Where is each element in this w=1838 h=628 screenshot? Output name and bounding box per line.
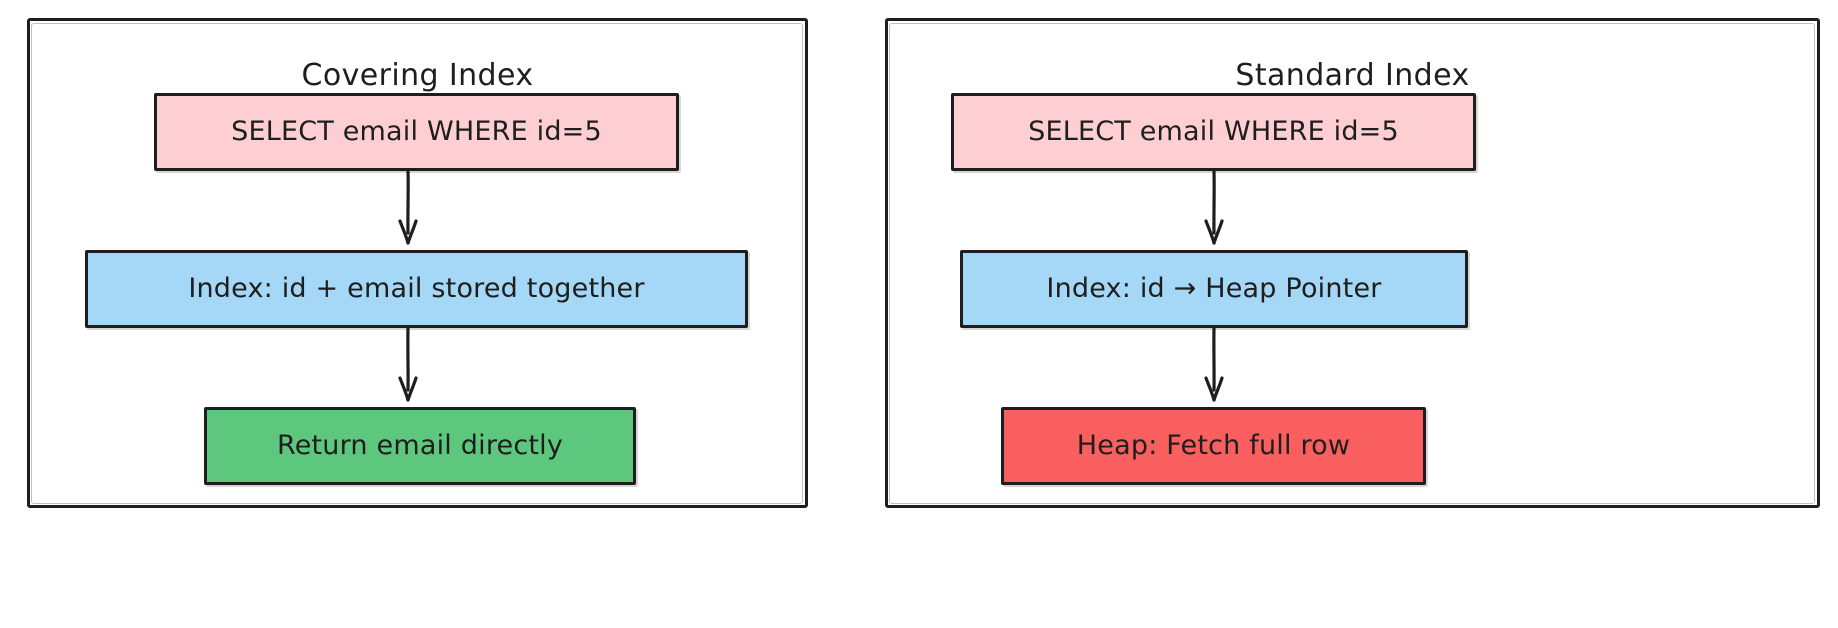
arrow-standard-query-to-index [1202, 169, 1226, 250]
node-standard-query-label: SELECT email WHERE id=5 [1028, 115, 1399, 147]
arrow-covering-index-to-return [396, 326, 420, 407]
panel-title-standard-index: Standard Index [1235, 58, 1470, 93]
node-standard-query[interactable]: SELECT email WHERE id=5 [951, 93, 1476, 171]
node-covering-query-label: SELECT email WHERE id=5 [231, 115, 602, 147]
node-standard-heap[interactable]: Heap: Fetch full row [1001, 407, 1426, 485]
panel-covering-index: Covering Index SELECT email WHERE id=5 I… [27, 18, 808, 508]
node-covering-index-label: Index: id + email stored together [188, 272, 645, 304]
panel-standard-index: Standard Index SELECT email WHERE id=5 I… [885, 18, 1820, 508]
node-covering-return[interactable]: Return email directly [204, 407, 636, 485]
node-standard-index-label: Index: id → Heap Pointer [1046, 272, 1382, 304]
panel-title-covering-index: Covering Index [301, 58, 534, 93]
node-covering-index[interactable]: Index: id + email stored together [85, 250, 748, 328]
arrow-standard-index-to-heap [1202, 326, 1226, 407]
node-covering-query[interactable]: SELECT email WHERE id=5 [154, 93, 679, 171]
arrow-covering-query-to-index [396, 169, 420, 250]
node-standard-index[interactable]: Index: id → Heap Pointer [960, 250, 1468, 328]
node-covering-return-label: Return email directly [276, 429, 564, 461]
node-standard-heap-label: Heap: Fetch full row [1076, 429, 1351, 461]
